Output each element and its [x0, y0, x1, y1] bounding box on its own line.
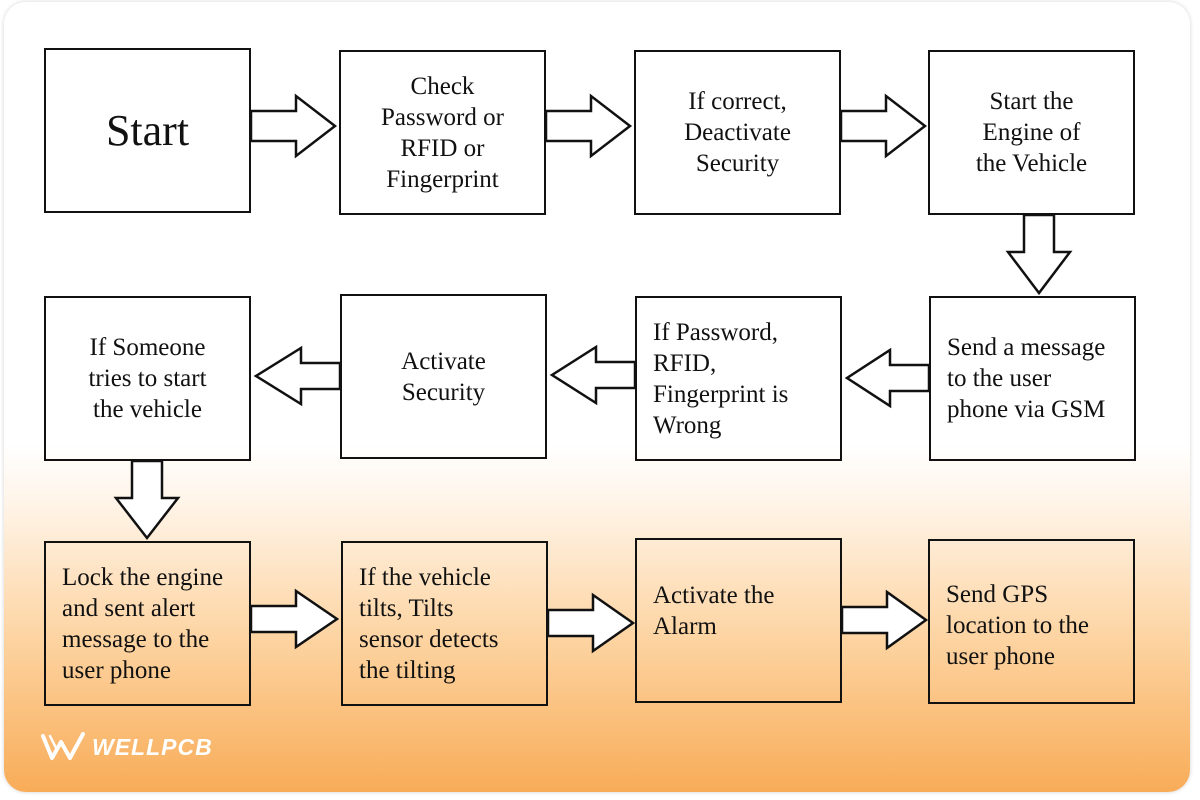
node-send-gps: Send GPS location to the user phone [928, 539, 1135, 704]
node-send-gps-label: Send GPS location to the user phone [946, 581, 1090, 670]
node-activate-security: Activate Security [340, 294, 547, 459]
node-lock-engine-label: Lock the engine and sent alert message t… [62, 563, 224, 684]
arrow-wrong-to-activate-security [549, 344, 637, 406]
node-if-someone-starts: If Someone tries to start the vehicle [44, 296, 251, 461]
node-deactivate-security-label: If correct, Deactivate Security [684, 88, 791, 177]
logo-wordmark: WELLPCB [92, 733, 213, 760]
node-activate-security-label: Activate Security [401, 347, 486, 406]
node-tilt-sensor-label: If the vehicle tilts, Tilts sensor detec… [359, 563, 499, 684]
flowchart-canvas: Start Check Password or RFID or Fingerpr… [4, 2, 1190, 792]
wellpcb-w-logo-icon [41, 732, 85, 760]
arrow-engine-to-message [1005, 213, 1073, 296]
node-credentials-wrong-label: If Password, RFID, Fingerprint is Wrong [653, 318, 789, 439]
node-activate-alarm-label: Activate the Alarm [653, 582, 775, 640]
arrow-deactivate-to-engine [839, 93, 928, 159]
node-send-gsm-message-label: Send a message to the user phone via GSM [947, 334, 1106, 423]
arrow-message-to-wrong [844, 347, 931, 409]
node-check-credentials-label: Check Password or RFID or Fingerprint [381, 72, 504, 193]
node-send-gsm-message: Send a message to the user phone via GSM [929, 296, 1136, 461]
arrow-lock-to-tilt [249, 588, 340, 650]
arrow-activate-security-to-someone [253, 345, 342, 407]
arrow-someone-to-lock [113, 459, 181, 541]
arrow-tilt-to-alarm [546, 592, 636, 654]
node-start-engine: Start the Engine of the Vehicle [928, 50, 1135, 215]
arrow-check-to-deactivate [544, 93, 633, 159]
node-activate-alarm: Activate the Alarm [635, 538, 842, 703]
node-if-someone-starts-label: If Someone tries to start the vehicle [88, 334, 207, 423]
arrow-alarm-to-gps [840, 589, 929, 651]
wellpcb-logo: WELLPCB [40, 732, 213, 762]
node-check-credentials: Check Password or RFID or Fingerprint [339, 50, 546, 215]
node-start-engine-label: Start the Engine of the Vehicle [975, 88, 1088, 177]
flow-arrows [113, 93, 1073, 654]
arrow-start-to-check [249, 93, 338, 159]
node-start-label: Start [105, 105, 190, 155]
